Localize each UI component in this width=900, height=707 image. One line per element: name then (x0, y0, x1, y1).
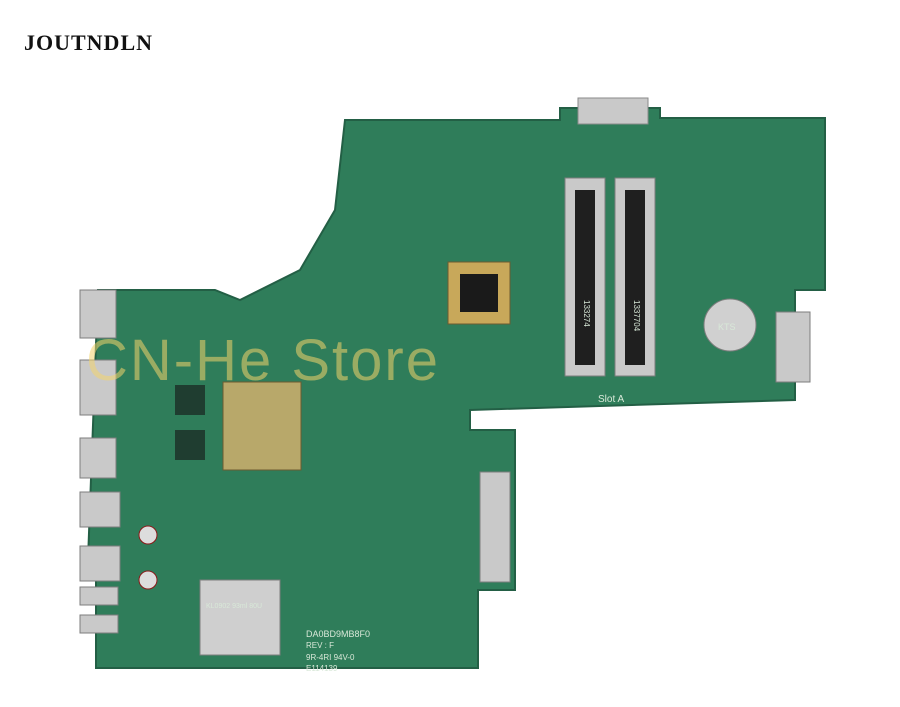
store-watermark: CN-He Store (86, 328, 440, 393)
sata-connector-right (775, 311, 811, 383)
capacitor (138, 570, 158, 590)
usb-port-1 (79, 491, 121, 528)
gpu-socket (222, 381, 302, 471)
slot-a-label: Slot A (598, 394, 624, 405)
rev-label: REV : F (306, 641, 334, 650)
ram-label-1: 133274 (582, 300, 591, 327)
sata-connector-bottom (479, 471, 511, 583)
board-id-label: DA0BD9MB8F0 (306, 629, 370, 639)
part-label: E114139 (306, 664, 338, 673)
dc-power-connector (577, 97, 649, 125)
audio-jack-2 (79, 614, 119, 634)
ethernet-port (79, 289, 117, 339)
ram-label-2: 1337704 (632, 300, 641, 332)
cardreader-label: KL0902 93ml 80U (206, 603, 262, 610)
code-label: 9R-4RI 94V-0 (306, 653, 355, 662)
battery-brand-label: KTS (718, 322, 736, 332)
usb-port-2 (79, 545, 121, 582)
vga-port (79, 359, 117, 416)
cmos-battery (703, 298, 757, 352)
sd-card-reader (199, 579, 281, 656)
brand-logo-text: JOUTNDLN (24, 30, 154, 55)
hdmi-port (79, 437, 117, 479)
capacitor (138, 525, 158, 545)
audio-jack-1 (79, 586, 119, 606)
